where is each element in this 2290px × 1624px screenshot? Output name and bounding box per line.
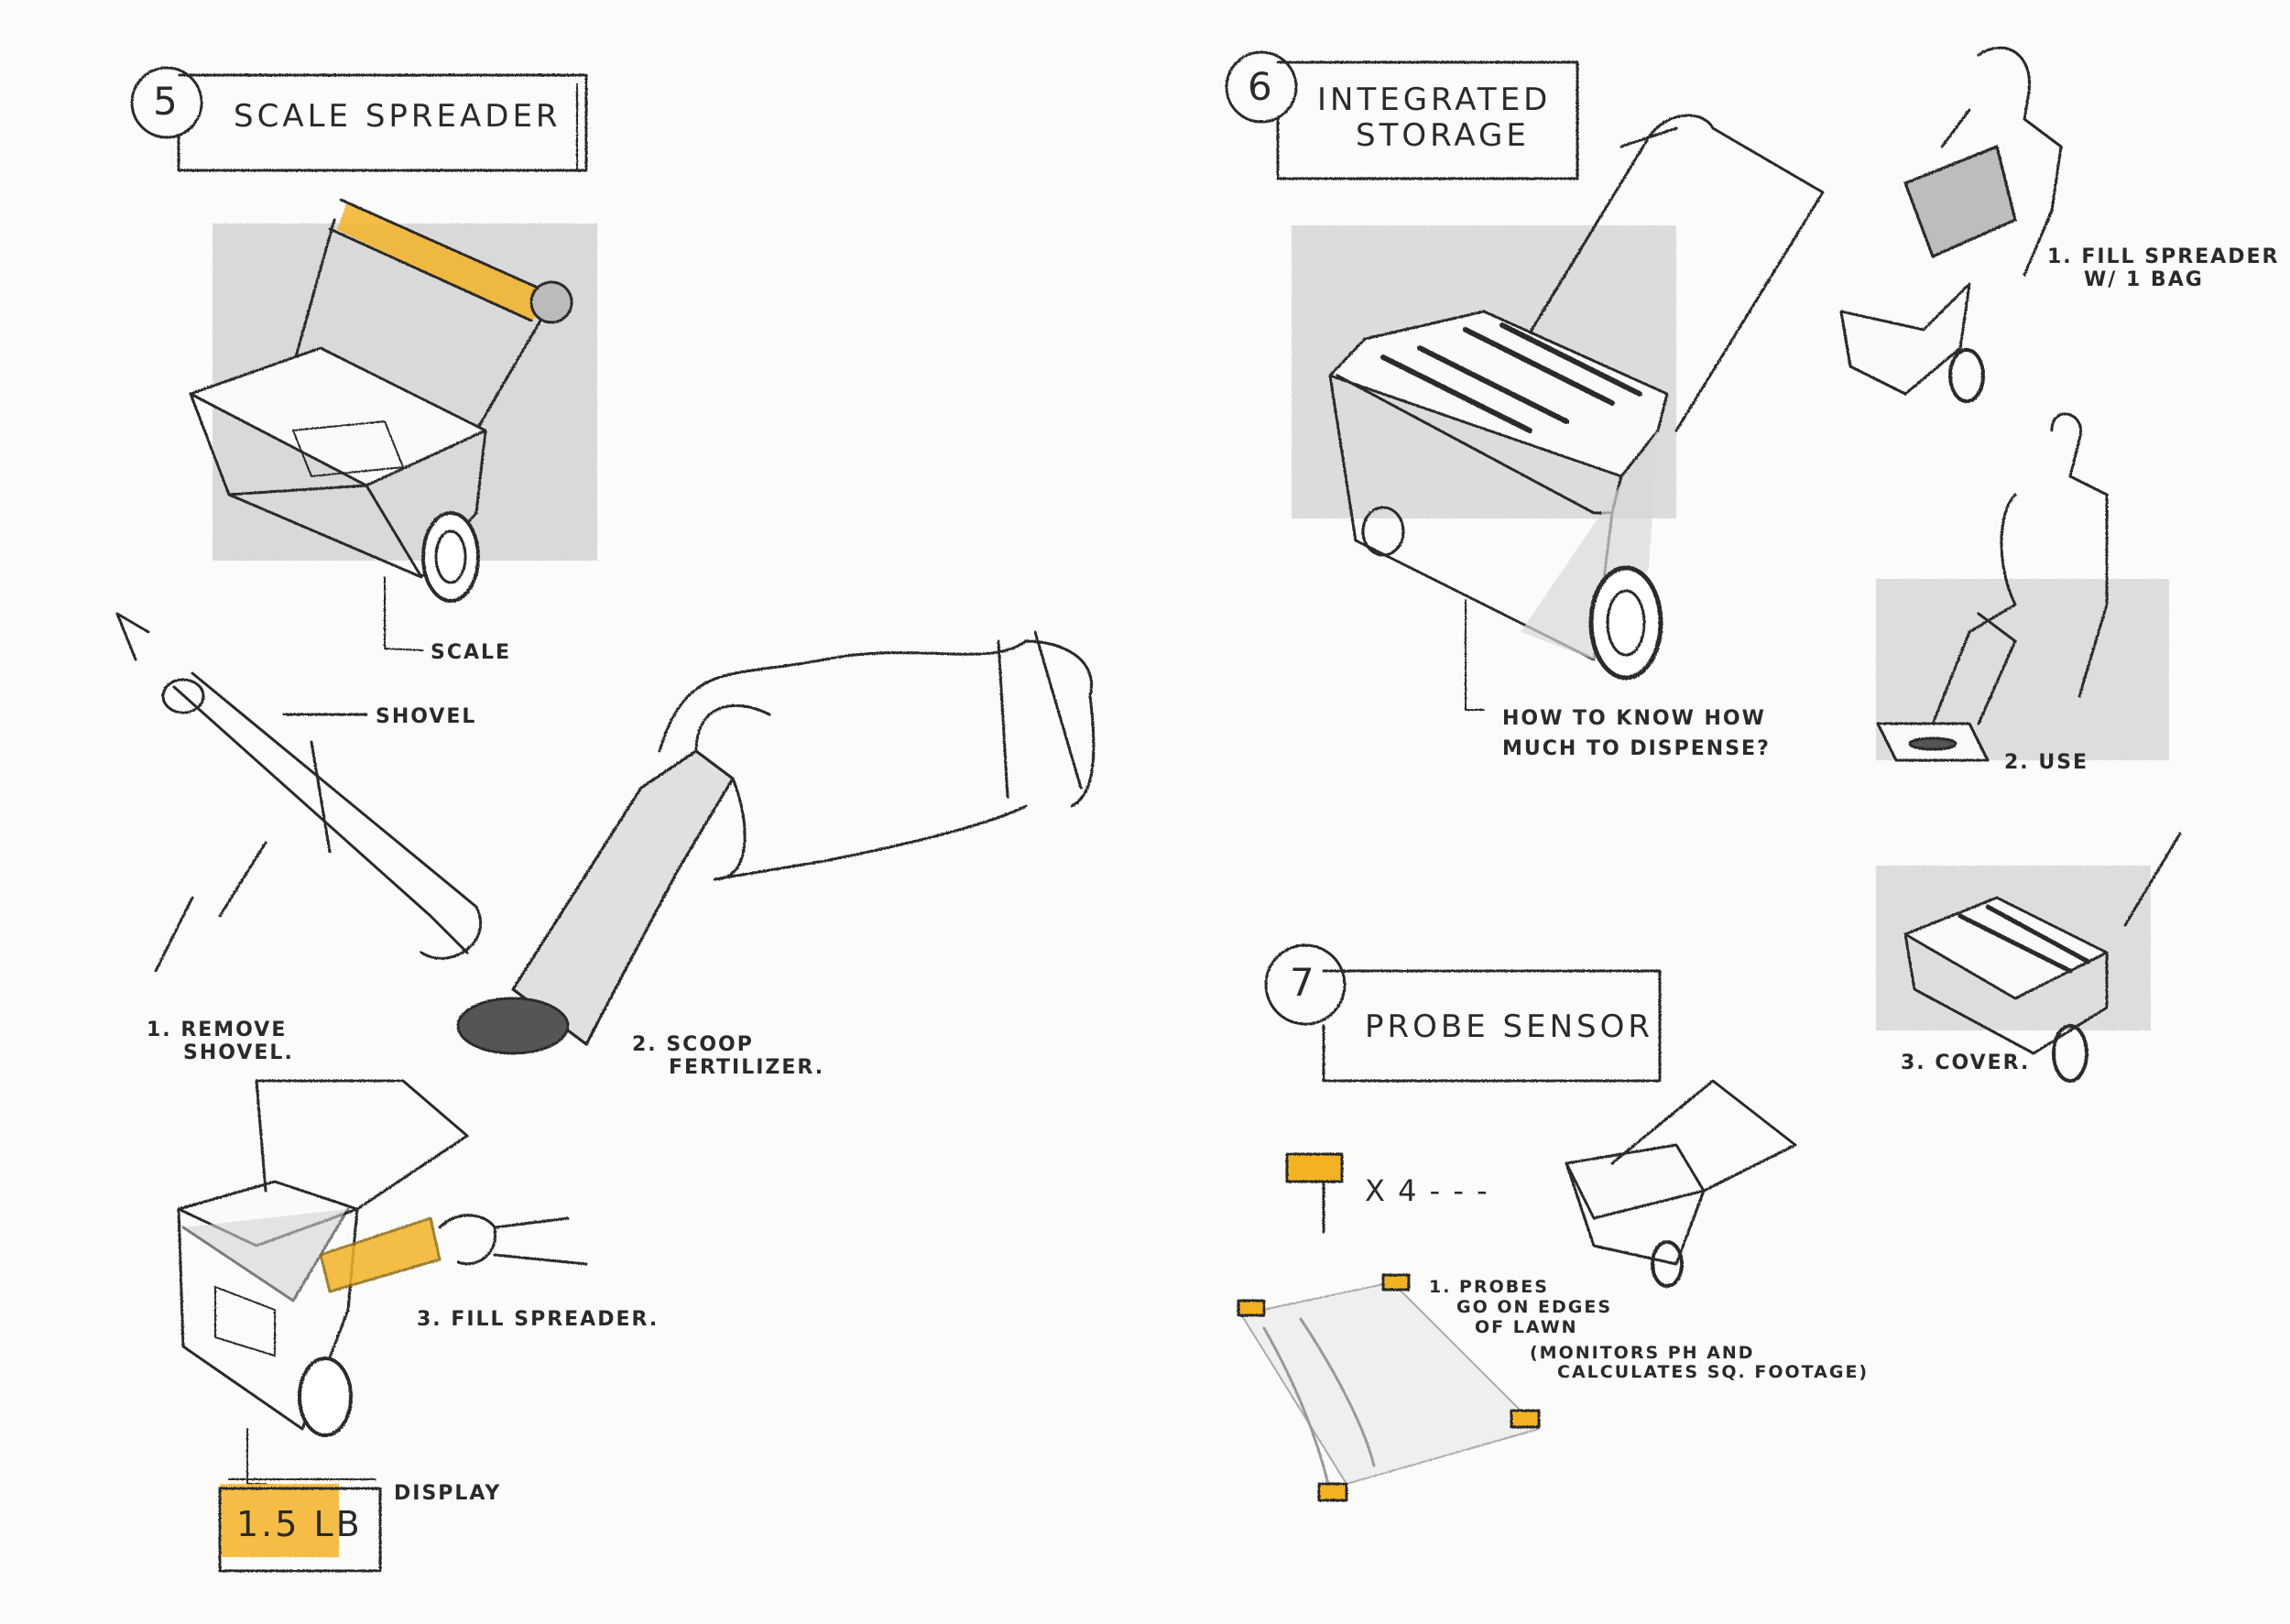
question-line2: MUCH TO DISPENSE? — [1502, 737, 1771, 761]
concept5-title: SCALE SPREADER — [234, 98, 562, 135]
step2-scoop-fertilizer: 2. SCOOP FERTILIZER. — [632, 1033, 824, 1080]
fill-with-bag-sketch — [1839, 46, 2063, 403]
step3-fill-spreader: 3. FILL SPREADER. — [417, 1308, 660, 1331]
probe-note-line5: CALCULATES SQ. FOOTAGE) — [1557, 1362, 1870, 1383]
cover-spreader-sketch — [1876, 832, 2182, 1083]
storage-step2: 2. USE — [2004, 751, 2089, 774]
storage-step1-line1: 1. FILL SPREADER — [2047, 245, 2280, 268]
storage-step1-line2: W/ 1 BAG — [2084, 268, 2204, 292]
concept6-number: 6 — [1248, 64, 1272, 109]
display-label: DISPLAY — [394, 1482, 502, 1505]
scale-label: SCALE — [431, 641, 512, 664]
question-line1: HOW TO KNOW HOW — [1502, 707, 1766, 730]
concept6-title: INTEGRATED STORAGE — [1317, 82, 1551, 154]
dispense-question: HOW TO KNOW HOW MUCH TO DISPENSE? — [1502, 707, 1771, 761]
probe-sensor-icon — [1285, 1152, 1344, 1234]
storage-step3: 3. COVER. — [1901, 1052, 2031, 1074]
probe-multiplier: x 4 - - - — [1365, 1173, 1489, 1208]
display-readout-box — [218, 1478, 382, 1573]
step1-line2: SHOVEL. — [183, 1041, 294, 1065]
step1-line1: 1. REMOVE — [147, 1019, 288, 1041]
concept6-title-line1: INTEGRATED — [1317, 82, 1552, 118]
concept7-number: 7 — [1290, 960, 1314, 1005]
concept6-title-line2: STORAGE — [1356, 117, 1530, 155]
concept5-number: 5 — [153, 79, 178, 124]
storage-step1: 1. FILL SPREADER W/ 1 BAG — [2047, 245, 2279, 292]
use-spreader-sketch — [1876, 412, 2169, 762]
shovel-label: SHOVEL — [376, 705, 477, 728]
fill-spreader-sketch — [177, 1079, 588, 1485]
probe-note-line2: GO ON EDGES — [1456, 1296, 1613, 1317]
concept7-title: PROBE SENSOR — [1365, 1008, 1653, 1045]
lawn-probes-sketch — [1237, 1273, 1541, 1502]
integrated-storage-sketch — [1292, 114, 1825, 711]
concept5-header-frame — [130, 66, 588, 172]
mini-spreader-sketch — [1565, 1079, 1797, 1288]
hand-scoop-sketch — [456, 630, 1096, 1055]
concept6-header-frame — [1225, 50, 1579, 180]
probe-note: 1. PROBES GO ON EDGES OF LAWN (MONITORS … — [1429, 1277, 1870, 1383]
shovel-remove-sketch — [115, 612, 483, 973]
concept7-header-frame — [1264, 943, 1662, 1083]
step2-line1: 2. SCOOP — [632, 1033, 754, 1056]
display-value: 1.5 lb — [236, 1504, 363, 1544]
probe-note-line1: 1. PROBES — [1429, 1277, 1549, 1297]
probe-note-line4: (MONITORS pH AND — [1530, 1342, 1755, 1363]
step2-line2: FERTILIZER. — [669, 1056, 825, 1080]
scale-spreader-sketch — [189, 198, 597, 651]
probe-note-line3: OF LAWN — [1475, 1316, 1578, 1337]
step1-remove-shovel: 1. REMOVE SHOVEL. — [147, 1019, 294, 1065]
